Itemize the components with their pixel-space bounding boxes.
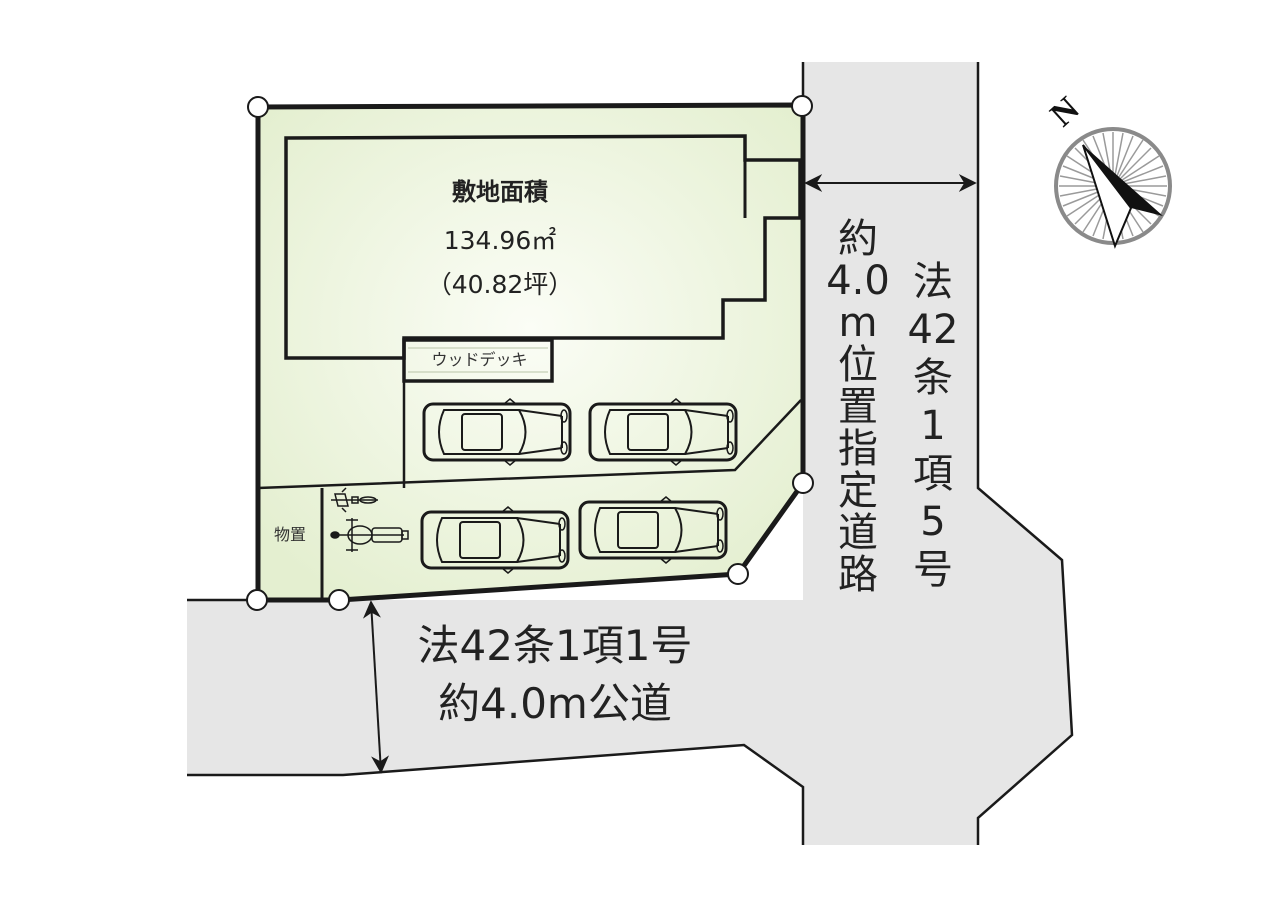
boundary-marker	[792, 472, 814, 494]
boundary-marker	[791, 95, 813, 117]
north-compass-icon: N	[1044, 90, 1172, 249]
boundary-marker	[247, 96, 269, 118]
south-road-width-label: 約4.0m公道	[438, 679, 672, 728]
road-east	[187, 62, 1074, 845]
wood-deck-label: ウッドデッキ	[431, 350, 528, 369]
south-road-width-arrow	[362, 600, 390, 774]
boundary-marker	[246, 589, 268, 611]
east-road-width-label: 約 4.0 m 位 置 指 定 道 路	[826, 216, 890, 598]
storage-label: 物置	[273, 525, 306, 544]
boundary-marker	[328, 589, 350, 611]
site-area-tsubo: （40.82坪）	[426, 270, 574, 299]
site-area-title: 敷地面積	[452, 178, 548, 206]
boundary-marker	[727, 563, 749, 585]
lot	[255, 102, 806, 603]
bicycle-icon	[331, 487, 378, 513]
south-road-law-label: 法42条1項1号	[417, 621, 693, 670]
motorcycle-icon	[330, 518, 409, 552]
svg-text:N: N	[1044, 90, 1087, 134]
boundary-markers	[246, 95, 814, 611]
site-area-sqm: 134.96㎡	[443, 226, 557, 255]
east-road-law-label: 法 42 条 1 項 5 号	[907, 259, 959, 593]
